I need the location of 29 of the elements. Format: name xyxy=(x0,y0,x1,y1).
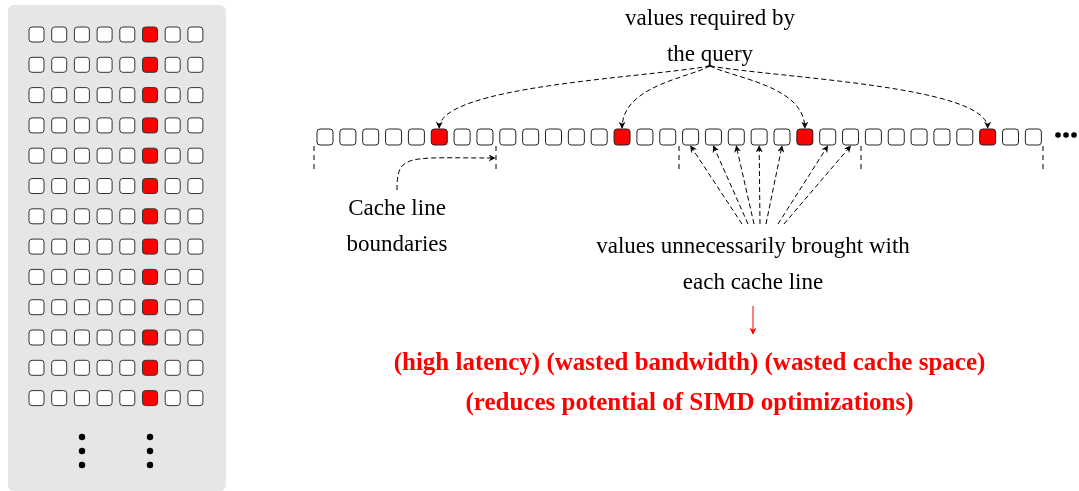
arrow xyxy=(765,145,785,225)
memory-cell xyxy=(682,128,700,146)
memory-cell xyxy=(979,128,997,146)
annotation-text: values required by the query xyxy=(624,4,796,68)
arrow xyxy=(709,65,989,129)
consequence-text: (high latency) (wasted bandwidth) (wasted cache space) xyxy=(392,347,987,378)
arrow xyxy=(749,305,757,335)
annotation-text: Cache line boundaries xyxy=(345,194,449,258)
arrow xyxy=(783,145,852,225)
arrow xyxy=(619,65,711,129)
memory-cell xyxy=(796,128,814,146)
arrow xyxy=(396,154,496,191)
memory-cell xyxy=(750,128,768,146)
memory-cell xyxy=(773,128,791,146)
arrow xyxy=(709,65,808,129)
arrow xyxy=(690,145,743,225)
annotation-text: values unnecessarily brought with each cache line xyxy=(595,232,911,296)
arrow xyxy=(438,65,711,129)
arrow xyxy=(755,145,763,225)
arrow xyxy=(777,145,829,225)
memory-cell xyxy=(842,128,860,146)
consequence-text: (reduces potential of SIMD optimizations) xyxy=(464,387,915,418)
arrow xyxy=(734,145,755,225)
arrow xyxy=(712,145,749,225)
memory-cell xyxy=(819,128,837,146)
memory-cell xyxy=(704,128,722,146)
memory-cell xyxy=(727,128,745,146)
memory-cell xyxy=(430,128,448,146)
memory-cell xyxy=(613,128,631,146)
